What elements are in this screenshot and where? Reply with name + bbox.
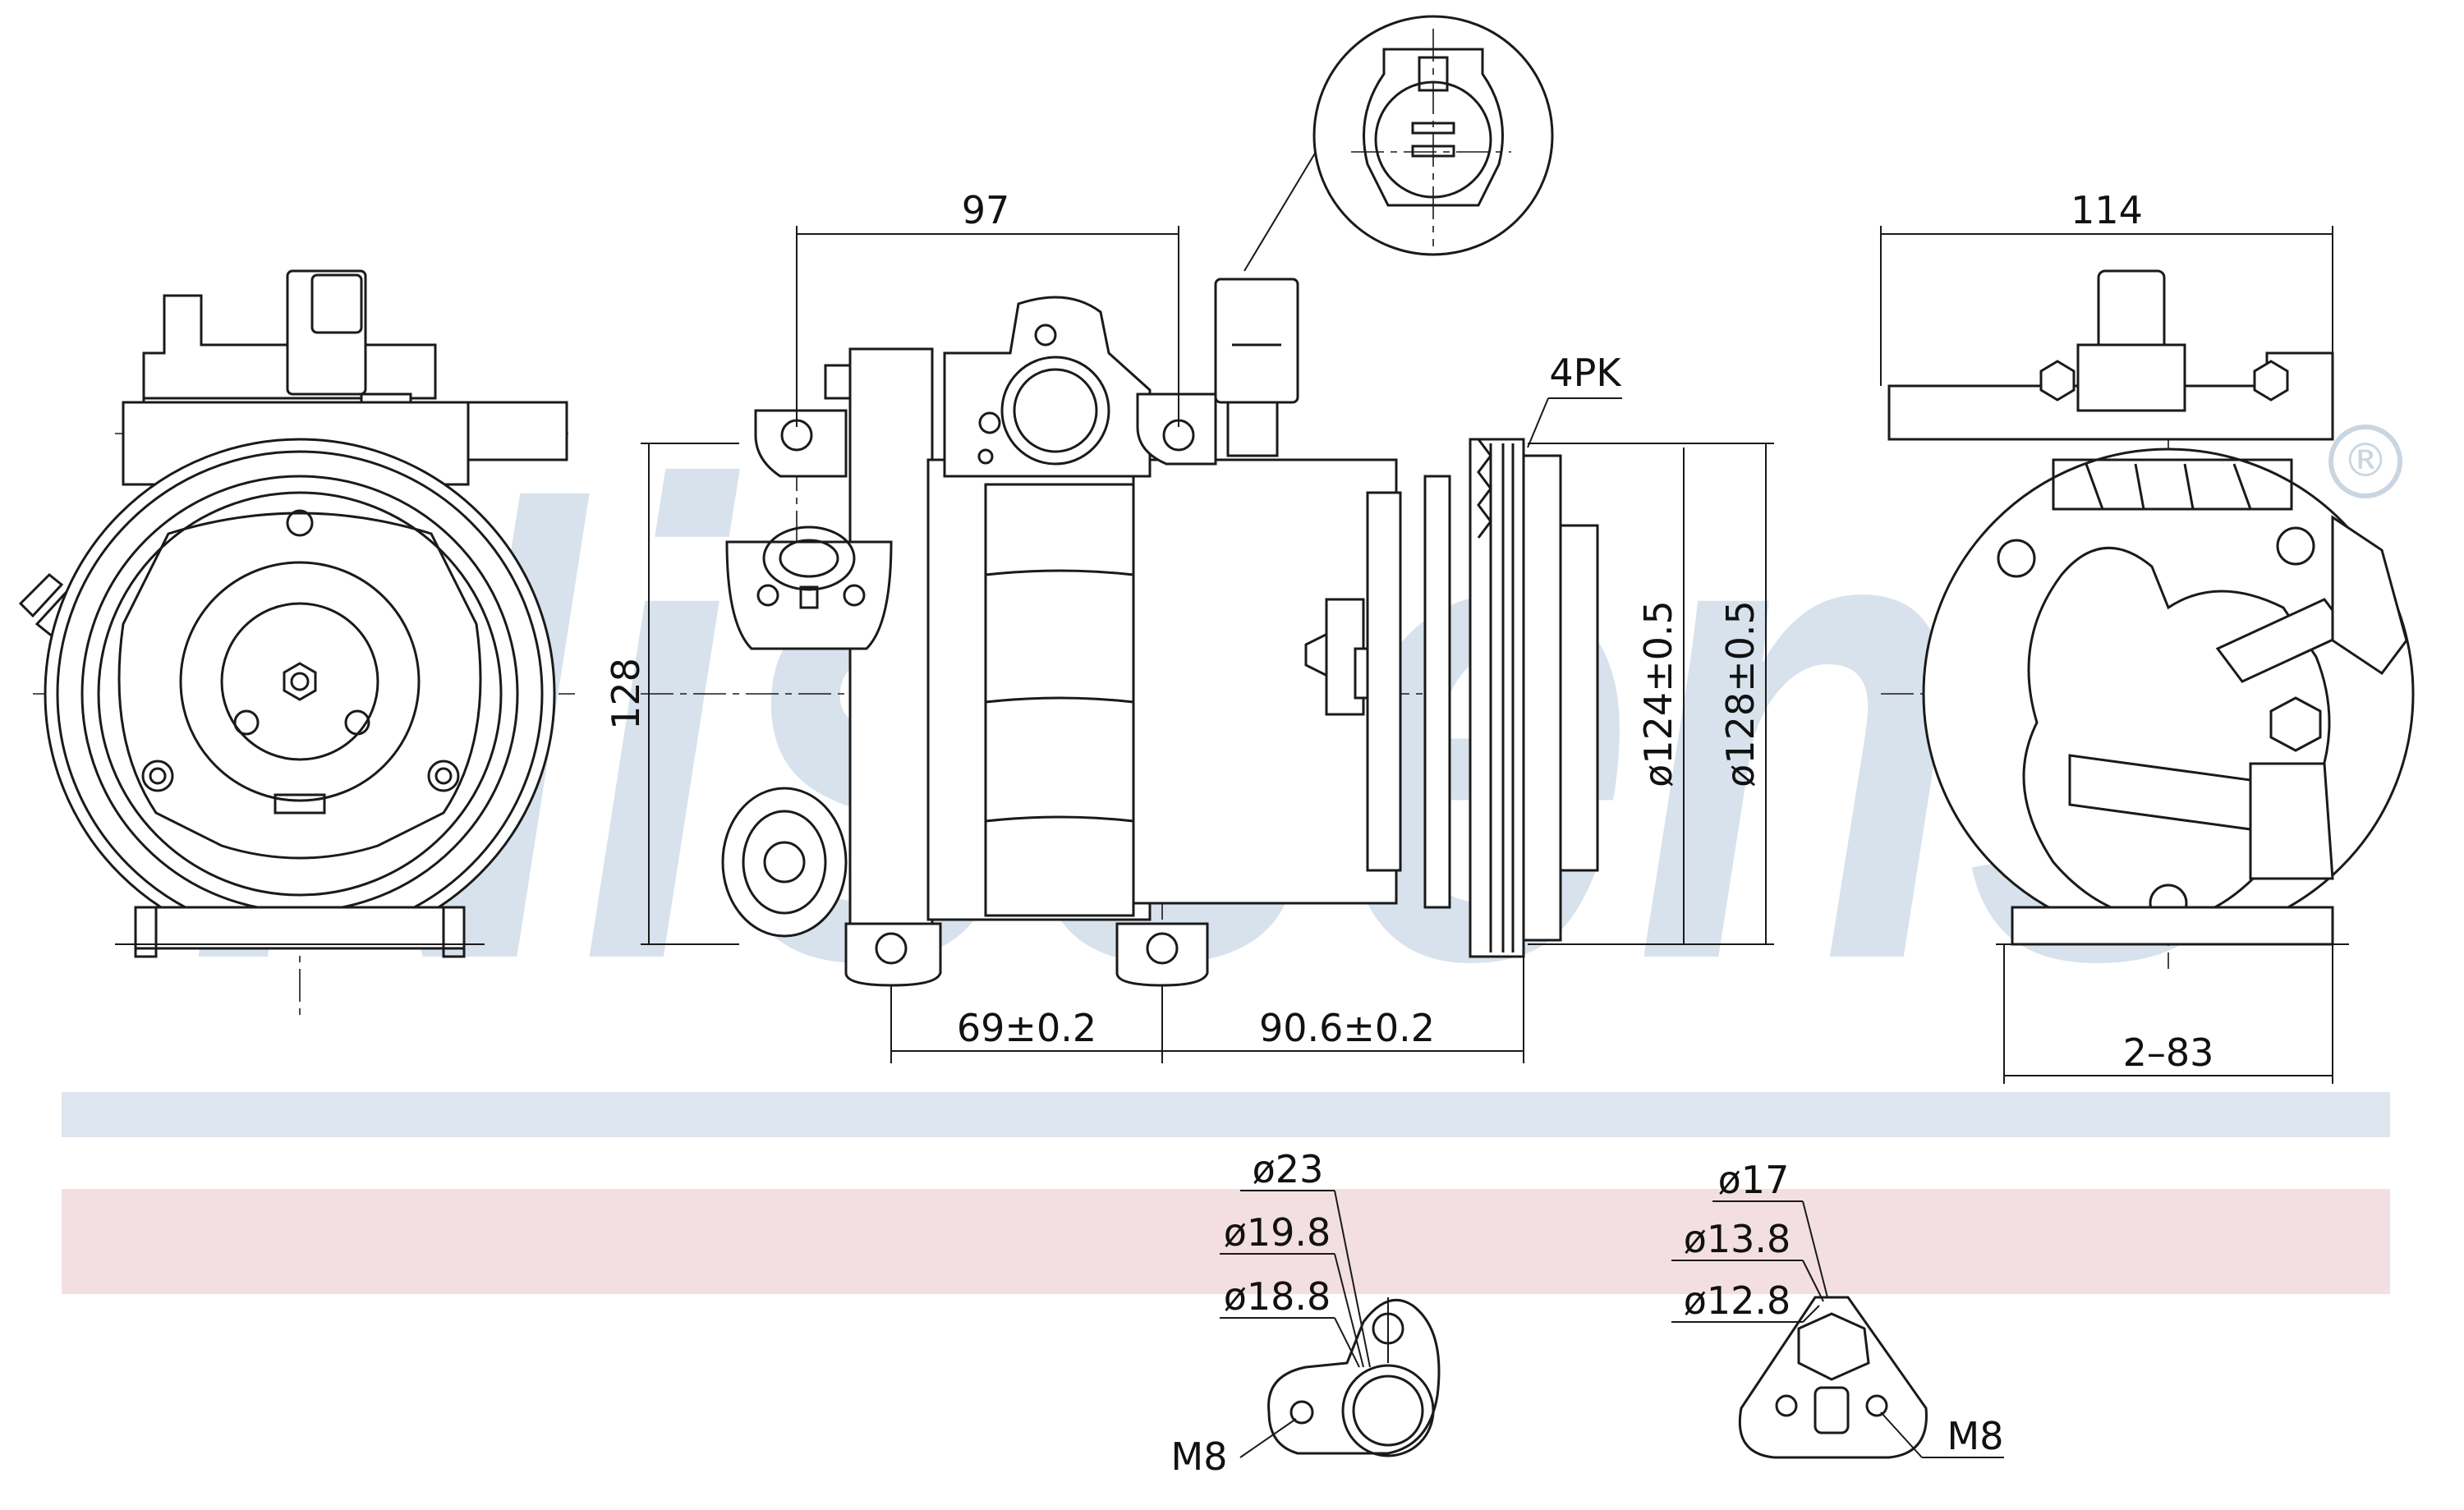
dim-90-6: 90.6±0.2: [1259, 1006, 1435, 1050]
registered-mark: ®: [2342, 434, 2388, 488]
dim-114: 114: [2071, 188, 2143, 232]
side-view: [641, 278, 1599, 1010]
dimension-lines: [641, 226, 2333, 1084]
connector-detail: [1243, 15, 1554, 272]
rear-view: [1881, 269, 2415, 969]
port-left-d3: ø18.8: [1224, 1274, 1331, 1319]
port-left-d1: ø23: [1253, 1147, 1324, 1191]
port-left-d2: ø19.8: [1224, 1210, 1331, 1255]
dim-4pk: 4PK: [1549, 351, 1622, 395]
port-right-d2: ø13.8: [1684, 1217, 1791, 1261]
dim-dia-128: ø128±0.5: [1718, 600, 1763, 787]
port-left-thread: M8: [1171, 1434, 1228, 1479]
dim-69: 69±0.2: [957, 1006, 1096, 1050]
right-port-detail: ø17 ø13.8 ø12.8 M8: [1671, 1158, 2004, 1459]
port-right-thread: M8: [1947, 1414, 2004, 1458]
port-right-d1: ø17: [1718, 1158, 1790, 1202]
front-view: [18, 269, 575, 1018]
pink-band: [62, 1189, 2390, 1294]
registered-mark-circle: [2328, 425, 2402, 498]
left-port-detail: ø23 ø19.8 ø18.8 M8: [1171, 1147, 1441, 1479]
dimension-labels: 97 128 4PK ø124±0.5 ø128±0.5 69±0.2 90.6…: [604, 188, 2213, 1075]
port-right-d3: ø12.8: [1684, 1278, 1791, 1323]
dim-2-83: 2–83: [2123, 1030, 2214, 1075]
blue-band: [62, 1092, 2390, 1137]
dim-97: 97: [962, 188, 1010, 232]
dim-128: 128: [604, 658, 648, 730]
dim-dia-124: ø124±0.5: [1636, 600, 1680, 787]
